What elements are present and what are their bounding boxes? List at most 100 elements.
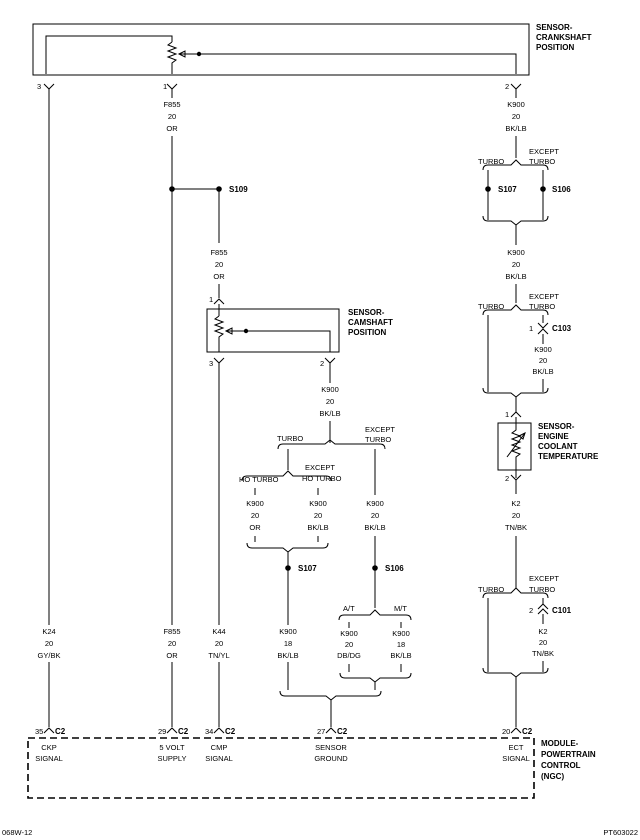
- svg-text:EXCEPT: EXCEPT: [365, 425, 395, 434]
- wire-k44-code: K44: [212, 627, 225, 636]
- svg-text:K900: K900: [246, 499, 264, 508]
- svg-text:DB/DG: DB/DG: [337, 651, 361, 660]
- svg-text:20: 20: [539, 356, 547, 365]
- svg-text:20: 20: [326, 397, 334, 406]
- s106-dot-right: [540, 186, 546, 192]
- cmp-pin-1: 1: [209, 295, 213, 304]
- svg-text:M/T: M/T: [394, 604, 407, 613]
- svg-text:20: 20: [251, 511, 259, 520]
- pcm-label: MODULE-: [541, 739, 579, 748]
- cmp-sensor-label: SENSOR-: [348, 308, 385, 317]
- svg-text:C2: C2: [55, 727, 66, 736]
- svg-text:20: 20: [215, 639, 223, 648]
- svg-text:GY/BK: GY/BK: [38, 651, 61, 660]
- svg-text:K900: K900: [507, 248, 525, 257]
- svg-text:SIGNAL: SIGNAL: [35, 754, 63, 763]
- svg-text:TN/YL: TN/YL: [208, 651, 229, 660]
- svg-text:CONTROL: CONTROL: [541, 761, 581, 770]
- svg-text:POWERTRAIN: POWERTRAIN: [541, 750, 596, 759]
- svg-text:SIGNAL: SIGNAL: [502, 754, 530, 763]
- svg-text:OR: OR: [213, 272, 225, 281]
- svg-text:CKP: CKP: [41, 743, 56, 752]
- ect-sensor-label: SENSOR-: [538, 422, 575, 431]
- pcm-pin-cmp: 34 C2 CMP SIGNAL: [205, 727, 236, 763]
- footer-left: 068W-12: [2, 828, 32, 837]
- svg-text:K900: K900: [366, 499, 384, 508]
- svg-text:20: 20: [45, 639, 53, 648]
- svg-text:TURBO: TURBO: [478, 157, 504, 166]
- svg-text:BK/LB: BK/LB: [505, 272, 526, 281]
- svg-text:20: 20: [512, 511, 520, 520]
- svg-text:18: 18: [397, 640, 405, 649]
- svg-text:20: 20: [512, 260, 520, 269]
- pcm-pin-ect: 20 C2 ECT SIGNAL: [502, 727, 533, 763]
- ckp-sensor-box: [32, 23, 530, 76]
- svg-text:SENSOR: SENSOR: [315, 743, 347, 752]
- svg-text:34: 34: [205, 727, 213, 736]
- svg-text:K900: K900: [534, 345, 552, 354]
- ckp-pin-2: 2: [505, 82, 509, 91]
- svg-text:OR: OR: [249, 523, 261, 532]
- svg-text:20: 20: [502, 727, 510, 736]
- svg-text:BK/LB: BK/LB: [319, 409, 340, 418]
- svg-text:20: 20: [215, 260, 223, 269]
- splice-s107-right: S107: [498, 185, 517, 194]
- svg-text:20: 20: [168, 639, 176, 648]
- svg-text:K900: K900: [340, 629, 358, 638]
- svg-text:COOLANT: COOLANT: [538, 442, 578, 451]
- svg-text:C2: C2: [178, 727, 189, 736]
- pcm-pin-ckp: 35 C2 CKP SIGNAL: [35, 727, 66, 763]
- connector-c103: C103: [552, 324, 572, 333]
- svg-text:HO TURBO: HO TURBO: [239, 475, 279, 484]
- svg-text:A/T: A/T: [343, 604, 355, 613]
- ect-pin-1: 1: [505, 410, 509, 419]
- ect-sensor-box: [497, 422, 532, 471]
- svg-text:K900: K900: [321, 385, 339, 394]
- svg-text:BK/LB: BK/LB: [277, 651, 298, 660]
- svg-text:20: 20: [314, 511, 322, 520]
- svg-text:OR: OR: [166, 651, 178, 660]
- svg-text:20: 20: [539, 638, 547, 647]
- svg-text:EXCEPT: EXCEPT: [529, 574, 559, 583]
- svg-text:OR: OR: [166, 124, 178, 133]
- svg-text:5 VOLT: 5 VOLT: [159, 743, 185, 752]
- c103-pin: 1: [529, 324, 533, 333]
- svg-text:TN/BK: TN/BK: [505, 523, 527, 532]
- svg-text:K900: K900: [309, 499, 327, 508]
- svg-text:BK/LB: BK/LB: [505, 124, 526, 133]
- wire-k24-code: K24: [42, 627, 55, 636]
- svg-text:POSITION: POSITION: [348, 328, 386, 337]
- svg-text:F855: F855: [210, 248, 227, 257]
- svg-text:GROUND: GROUND: [314, 754, 348, 763]
- svg-text:K900: K900: [392, 629, 410, 638]
- svg-text:ENGINE: ENGINE: [538, 432, 569, 441]
- ckp-pin-3: 3: [37, 82, 41, 91]
- splice-s106-right: S106: [552, 185, 571, 194]
- svg-text:EXCEPT: EXCEPT: [529, 292, 559, 301]
- svg-text:TURBO: TURBO: [365, 435, 391, 444]
- svg-text:K900: K900: [507, 100, 525, 109]
- svg-text:35: 35: [35, 727, 43, 736]
- svg-text:C2: C2: [225, 727, 236, 736]
- thermistor-icon: [510, 417, 522, 478]
- svg-text:CAMSHAFT: CAMSHAFT: [348, 318, 393, 327]
- splice-s107-middle: S107: [298, 564, 317, 573]
- svg-text:20: 20: [345, 640, 353, 649]
- pcm-pin-ground: 27 C2 SENSOR GROUND: [314, 727, 348, 763]
- svg-text:TURBO: TURBO: [529, 302, 555, 311]
- svg-text:TURBO: TURBO: [478, 302, 504, 311]
- svg-text:18: 18: [284, 639, 292, 648]
- cmp-sensor-box: [206, 308, 340, 353]
- svg-text:TURBO: TURBO: [277, 434, 303, 443]
- svg-text:EXCEPT: EXCEPT: [529, 147, 559, 156]
- svg-text:27: 27: [317, 727, 325, 736]
- svg-text:TEMPERATURE: TEMPERATURE: [538, 452, 599, 461]
- splice-s109: S109: [229, 185, 248, 194]
- cmp-potentiometer-icon: [213, 315, 225, 352]
- svg-text:C2: C2: [337, 727, 348, 736]
- svg-text:K900: K900: [279, 627, 297, 636]
- svg-text:20: 20: [512, 112, 520, 121]
- connector-c101: C101: [552, 606, 572, 615]
- cmp-pin-3: 3: [209, 359, 213, 368]
